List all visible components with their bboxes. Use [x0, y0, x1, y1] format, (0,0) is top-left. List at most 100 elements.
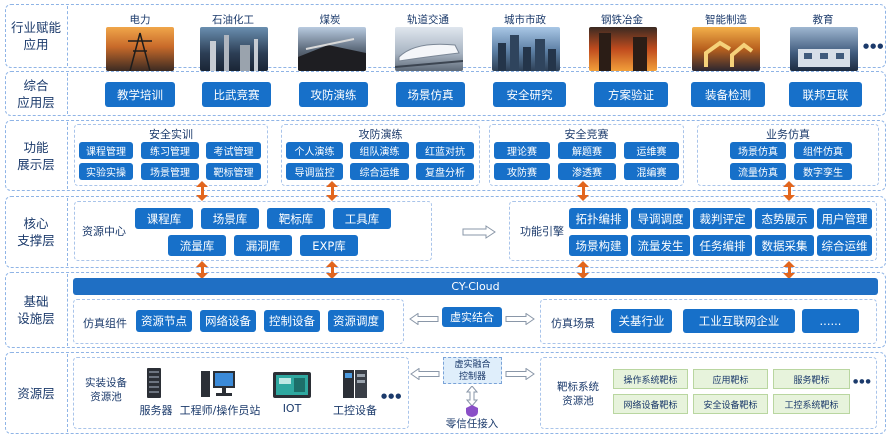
function-engine-label: 功能引擎 [520, 225, 564, 238]
func-item[interactable]: 攻防赛 [494, 163, 550, 180]
server-icon [147, 368, 161, 398]
double-arrow [783, 181, 795, 201]
resource-center-label: 资源中心 [82, 225, 126, 238]
more-dots: ●●● [853, 378, 872, 385]
industry-label: 石油化工 [212, 14, 254, 26]
engine-item[interactable]: 裁判评定 [693, 208, 752, 229]
controller-box[interactable]: 虚实融合 控制器 [443, 357, 502, 384]
engine-item[interactable]: 拓扑编排 [569, 208, 628, 229]
resource-item[interactable]: 流量库 [168, 235, 226, 256]
func-item[interactable]: 运维赛 [624, 142, 679, 159]
component-item[interactable]: 资源节点 [136, 310, 192, 332]
func-item[interactable]: 解题赛 [558, 142, 616, 159]
cy-cloud-bar[interactable]: CY-Cloud [73, 278, 878, 295]
func-item[interactable]: 考试管理 [206, 142, 261, 159]
device-pool-box [73, 357, 409, 429]
industry-label: 煤炭 [319, 14, 341, 26]
func-item[interactable]: 红蓝对抗 [416, 142, 474, 159]
resource-item[interactable]: 工具库 [333, 208, 391, 229]
target-item[interactable]: 服务靶标 [773, 369, 850, 389]
component-item[interactable]: 控制设备 [264, 310, 320, 332]
app-security-research[interactable]: 安全研究 [493, 82, 566, 107]
sim-scene-label: 仿真场景 [551, 317, 595, 330]
app-federation[interactable]: 联邦互联 [789, 82, 862, 107]
petrochemical-image [200, 27, 268, 71]
func-item[interactable]: 混编赛 [624, 163, 679, 180]
engine-item[interactable]: 用户管理 [817, 208, 872, 229]
device-label: IOT [282, 402, 302, 415]
layer-label-apps: 综合 应用层 [17, 77, 55, 110]
engine-item[interactable]: 导调调度 [631, 208, 690, 229]
zero-trust-icon [466, 405, 478, 417]
func-item[interactable]: 练习管理 [141, 142, 199, 159]
func-item[interactable]: 实验实操 [79, 163, 133, 180]
func-item[interactable]: 渗透赛 [558, 163, 616, 180]
group-title: 攻防演练 [358, 128, 403, 141]
func-item[interactable]: 理论赛 [494, 142, 550, 159]
func-item[interactable]: 组队演练 [350, 142, 409, 159]
industry-label: 城市市政 [504, 14, 546, 26]
func-item[interactable]: 个人演练 [286, 142, 343, 159]
device-pool-label: 实装设备 资源池 [85, 377, 127, 403]
target-item[interactable]: 操作系统靶标 [613, 369, 688, 389]
target-item[interactable]: 工控系统靶标 [773, 394, 850, 414]
divider [67, 6, 69, 66]
resource-item[interactable]: 场景库 [201, 208, 259, 229]
func-item[interactable]: 组件仿真 [794, 142, 852, 159]
resource-item[interactable]: EXP库 [300, 235, 358, 256]
resource-item[interactable]: 课程库 [135, 208, 193, 229]
resource-item[interactable]: 漏洞库 [234, 235, 292, 256]
layer-label-function: 功能 展示层 [17, 139, 55, 172]
component-item[interactable]: 网络设备 [200, 310, 256, 332]
app-teaching[interactable]: 教学培训 [105, 82, 175, 107]
industry-label: 钢铁冶金 [601, 14, 643, 26]
double-arrow [783, 261, 795, 279]
industry-label: 电力 [129, 14, 151, 26]
scene-item[interactable]: 工业互联网企业 [683, 309, 795, 333]
steel-image [589, 27, 657, 71]
virtual-real-button[interactable]: 虚实结合 [442, 307, 502, 327]
engine-item[interactable]: 态势展示 [755, 208, 814, 229]
engine-item[interactable]: 场景构建 [569, 235, 628, 256]
func-item[interactable]: 场景管理 [141, 163, 199, 180]
func-item[interactable]: 数字孪生 [794, 163, 852, 180]
more-dots: ●●● [381, 392, 403, 400]
app-solution-verify[interactable]: 方案验证 [594, 82, 668, 107]
scene-item[interactable]: 关基行业 [611, 309, 672, 333]
industry-label: 教育 [812, 14, 834, 26]
device-label: 服务器 [139, 404, 173, 417]
divider [67, 274, 69, 346]
target-item[interactable]: 网络设备靶标 [613, 394, 688, 414]
app-equipment-test[interactable]: 装备检测 [691, 82, 765, 107]
func-item[interactable]: 靶标管理 [206, 163, 261, 180]
func-item[interactable]: 场景仿真 [730, 142, 786, 159]
right-arrow-icon [505, 313, 535, 325]
right-arrow-icon [505, 368, 535, 380]
layer-label-resource: 资源层 [17, 385, 55, 401]
component-item[interactable]: 资源调度 [328, 310, 384, 332]
engine-item[interactable]: 数据采集 [755, 235, 814, 256]
func-item[interactable]: 复盘分析 [416, 163, 474, 180]
ics-device-icon [343, 370, 367, 398]
resource-center-box [74, 201, 432, 261]
target-pool-box [540, 357, 877, 429]
func-item[interactable]: 流量仿真 [730, 163, 786, 180]
sim-components-box [73, 299, 404, 344]
education-image [790, 27, 858, 71]
target-item[interactable]: 应用靶标 [693, 369, 768, 389]
engine-item[interactable]: 任务编排 [693, 235, 752, 256]
double-arrow [326, 261, 338, 279]
resource-item[interactable]: 靶标库 [267, 208, 325, 229]
func-item[interactable]: 综合运维 [350, 163, 409, 180]
target-item[interactable]: 安全设备靶标 [693, 394, 768, 414]
app-competition[interactable]: 比武竞赛 [202, 82, 271, 107]
layer-label-core: 核心 支撑层 [17, 216, 55, 248]
group-security-training [74, 124, 268, 186]
func-item[interactable]: 导调监控 [286, 163, 343, 180]
engine-item[interactable]: 综合运维 [817, 235, 872, 256]
scene-item[interactable]: ...... [802, 309, 859, 333]
app-drill[interactable]: 攻防演练 [299, 82, 368, 107]
app-scene-sim[interactable]: 场景仿真 [396, 82, 465, 107]
func-item[interactable]: 课程管理 [79, 142, 133, 159]
engine-item[interactable]: 流量发生 [631, 235, 690, 256]
